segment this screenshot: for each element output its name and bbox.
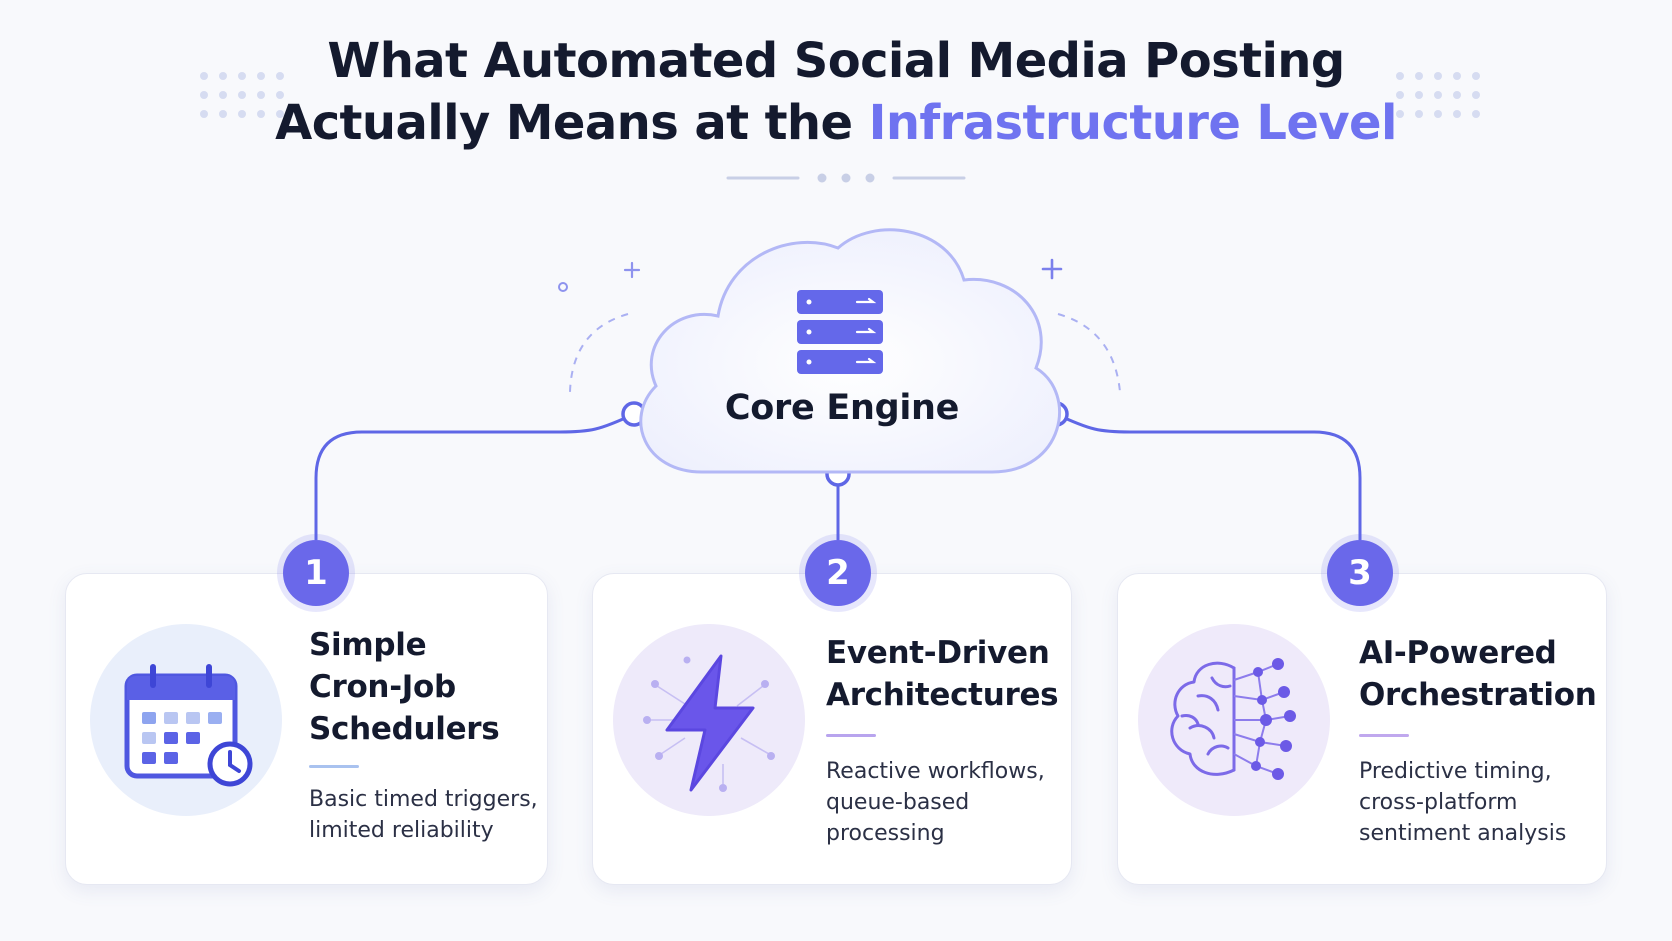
title-line-2-prefix: Actually Means at the — [275, 95, 869, 151]
dot-grid-right — [1396, 72, 1480, 118]
title-line-1: What Automated Social Media Posting — [327, 33, 1345, 89]
card-event-driven: Event-Driven Architectures Reactive work… — [592, 573, 1072, 885]
card-3-rule — [1359, 734, 1409, 737]
page-title: What Automated Social Media Posting Actu… — [0, 30, 1672, 154]
connector-right — [1055, 412, 1362, 540]
connector-left — [314, 412, 635, 540]
dot-grid-left — [200, 72, 284, 118]
card-2-icon-circle — [613, 624, 805, 816]
card-ai-orchestration: AI-Powered Orchestration Predictive timi… — [1117, 573, 1607, 885]
card-3-number-badge: 3 — [1327, 540, 1393, 606]
title-accent: Infrastructure Level — [868, 95, 1398, 151]
card-2-title: Event-Driven Architectures — [826, 635, 1059, 713]
card-1-rule — [309, 765, 359, 768]
title-line-2: Actually Means at the Infrastructure Lev… — [0, 92, 1672, 154]
card-2-number-badge: 2 — [805, 540, 871, 606]
card-3-description: Predictive timing, cross-platform sentim… — [1359, 759, 1567, 846]
core-engine-cloud — [639, 228, 1061, 474]
card-1-title: Simple Cron-Job Schedulers — [309, 627, 500, 747]
card-3-title: AI-Powered Orchestration — [1359, 635, 1597, 713]
brain-network-icon — [1170, 658, 1296, 780]
lightning-bolt-icon — [643, 654, 775, 792]
card-3-icon-circle — [1138, 624, 1330, 816]
calendar-clock-icon — [124, 664, 253, 787]
server-stack-icon — [797, 290, 883, 374]
card-2-description: Reactive workflows, queue-based processi… — [826, 759, 1045, 846]
core-engine-label: Core Engine — [724, 388, 960, 428]
card-1-number-badge: 1 — [283, 540, 349, 606]
title-divider — [726, 173, 966, 183]
card-2-rule — [826, 734, 876, 737]
card-1-icon-circle — [90, 624, 282, 816]
card-1-description: Basic timed triggers, limited reliabilit… — [309, 787, 538, 843]
card-cron-scheduler: Simple Cron-Job Schedulers Basic timed t… — [65, 573, 548, 885]
